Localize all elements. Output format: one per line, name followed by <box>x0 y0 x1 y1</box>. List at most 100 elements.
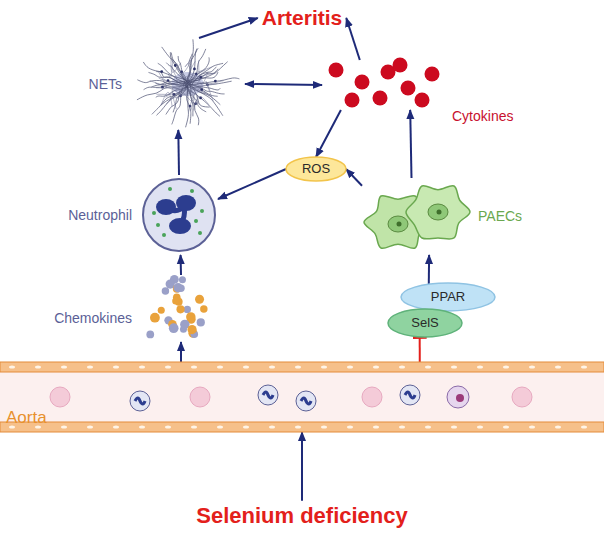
wall-cell <box>139 425 145 428</box>
wall-cell <box>347 425 353 428</box>
net-crosslink <box>199 60 209 84</box>
cytokine-dot <box>401 81 416 96</box>
net-strand <box>186 82 191 123</box>
wall-cell <box>139 365 145 368</box>
sels-ellipse: SelS <box>387 308 463 338</box>
wall-cell <box>61 365 67 368</box>
nucleolus <box>437 210 442 215</box>
chemokine-dot <box>150 313 160 323</box>
net-crosslink <box>194 97 209 111</box>
net-crosslink <box>198 72 217 86</box>
chemokines-illustration: Chemokines <box>140 275 222 342</box>
vessel-wall <box>0 422 604 432</box>
arrow-connector <box>346 18 360 60</box>
wall-cell <box>477 425 483 428</box>
net-crosslink <box>206 81 213 101</box>
macrophage-nucleus <box>456 394 464 402</box>
wall-cell <box>295 425 301 428</box>
arrow-connector <box>199 18 258 38</box>
chemokine-dot <box>184 306 191 313</box>
wall-cell <box>113 365 119 368</box>
arrow-connector <box>180 342 182 362</box>
node-label: Aorta <box>6 408 47 428</box>
arrow-connector <box>428 255 430 284</box>
red-blood-cell <box>512 387 532 407</box>
nets-illustration: NETs <box>130 38 245 130</box>
arrow-connector <box>245 84 322 85</box>
wall-cell <box>555 365 561 368</box>
net-strand <box>190 86 220 116</box>
arrow-connector <box>410 110 411 178</box>
wall-cell <box>87 365 93 368</box>
granule <box>198 231 202 235</box>
arrow-connector <box>316 110 341 157</box>
illustration-group <box>137 39 239 127</box>
illustration <box>0 362 604 432</box>
ellipse-label: SelS <box>411 315 438 331</box>
wall-cell <box>321 365 327 368</box>
cytokine-dot <box>415 93 430 108</box>
net-crosslink <box>158 72 166 88</box>
granule <box>194 219 198 223</box>
blood-neutrophil <box>400 385 420 405</box>
wall-cell <box>35 365 41 368</box>
inhibition-connector <box>419 337 421 362</box>
vessel-wall <box>0 362 604 372</box>
cytokines-illustration: Cytokines <box>322 60 448 110</box>
node-label: NETs <box>89 76 122 93</box>
granule <box>200 209 204 213</box>
arrow-connector <box>177 130 180 175</box>
outcome-label: Arteritis <box>258 3 347 32</box>
blood-neutrophil <box>130 391 150 411</box>
ellipse-shape <box>286 157 346 181</box>
wall-cell <box>269 425 275 428</box>
wall-cell <box>373 425 379 428</box>
wall-cell <box>269 365 275 368</box>
cytokine-dot <box>373 91 388 106</box>
cell-nucleus <box>388 216 408 232</box>
neutrophil-illustration: Neutrophil <box>140 175 218 255</box>
nucleus-lobe <box>169 218 191 234</box>
ellipse-shape <box>401 283 495 311</box>
ellipse-label: ROS <box>302 161 330 177</box>
illustration <box>362 178 472 255</box>
ellipse-label: PPAR <box>431 289 465 305</box>
nucleus-lobe <box>176 195 196 211</box>
wall-cell <box>165 365 171 368</box>
illustration <box>322 60 448 110</box>
wall-cell <box>243 425 249 428</box>
wall-cell <box>503 425 509 428</box>
chemokine-dot <box>146 331 154 339</box>
paecs-illustration: PAECs <box>362 178 472 255</box>
wall-cell <box>191 425 197 428</box>
net-bead <box>193 68 196 71</box>
illustration <box>140 275 222 342</box>
illustration-group <box>0 362 604 432</box>
outcome-label: Arteritis <box>262 5 343 30</box>
wall-cell <box>165 425 171 428</box>
wall-cell <box>529 365 535 368</box>
net-crosslink <box>163 66 178 85</box>
wall-cell <box>9 365 15 368</box>
node-label: Cytokines <box>452 108 513 125</box>
blood-neutrophil <box>296 391 316 411</box>
net-crosslink <box>189 94 199 112</box>
ros-ellipse: ROS <box>285 156 347 182</box>
wall-cell <box>581 365 587 368</box>
wall-cell <box>529 425 535 428</box>
wall-cell <box>451 365 457 368</box>
ppar-ellipse: PPAR <box>400 282 496 312</box>
granule <box>190 189 194 193</box>
cytokine-dot <box>355 75 370 90</box>
wall-cell <box>295 365 301 368</box>
wall-cell <box>425 425 431 428</box>
blood-neutrophil-nucleus <box>301 398 311 404</box>
wall-cell <box>399 425 405 428</box>
node-label: Chemokines <box>54 310 132 327</box>
cell-nucleus <box>428 204 448 220</box>
red-blood-cell <box>50 387 70 407</box>
net-strand <box>152 87 190 114</box>
net-strand <box>186 39 193 81</box>
net-crosslink <box>185 59 191 66</box>
